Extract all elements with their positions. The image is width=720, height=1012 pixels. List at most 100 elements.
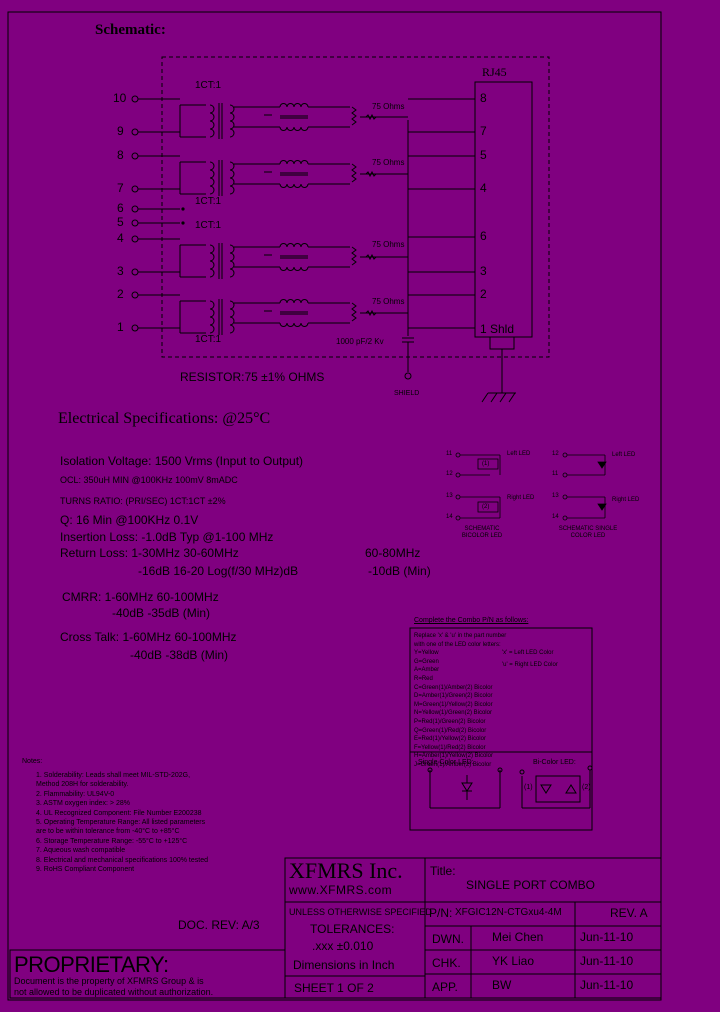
left-pin-6: 6 bbox=[117, 201, 124, 215]
combo-line: E=Red(1)/Yellow(2) Bicolor bbox=[414, 736, 486, 743]
tolerances-label: TOLERANCES: bbox=[310, 922, 395, 936]
return-loss-2b: -10dB (Min) bbox=[368, 564, 431, 578]
schematic-title: Schematic: bbox=[95, 22, 166, 38]
bi-pin-13: 13 bbox=[446, 493, 453, 499]
left-pin-9: 9 bbox=[117, 124, 124, 138]
left-pin-8: 8 bbox=[117, 148, 124, 162]
rj45-pin-6: 6 bbox=[480, 229, 487, 243]
dwn-date: Jun-11-10 bbox=[580, 930, 634, 944]
company-website: www.XFMRS.com bbox=[289, 883, 393, 897]
combo-line: Q=Green(1)/Red(2) Bicolor bbox=[414, 727, 487, 734]
bi-pin-12: 12 bbox=[446, 471, 453, 477]
ratio-label-2: 1CT:1 bbox=[195, 196, 222, 207]
left-pin-5: 5 bbox=[117, 215, 124, 229]
isolation-spec: Isolation Voltage: 1500 Vrms (Input to O… bbox=[60, 454, 304, 468]
rj45-pin-5: 5 bbox=[480, 148, 487, 162]
chk-name: YK Liao bbox=[492, 954, 535, 968]
title-value: SINGLE PORT COMBO bbox=[466, 878, 595, 892]
return-loss-1: Return Loss: 1-30MHz 30-60MHz bbox=[60, 546, 239, 560]
note-item: 4. UL Recognized Component: File Number … bbox=[36, 809, 202, 817]
combo-line: M=Green(1)/Yellow(2) Bicolor bbox=[414, 701, 493, 708]
capacitor-label: 1000 pF/2 Kv bbox=[336, 337, 384, 346]
combo-line: G=Green bbox=[414, 658, 439, 665]
rj45-pin-8: 8 bbox=[480, 91, 487, 105]
left-pin-10: 10 bbox=[113, 91, 127, 105]
note-item: are to be within tolerance from -40°C to… bbox=[36, 828, 180, 836]
return-loss-1b: 60-80MHz bbox=[365, 546, 421, 560]
crosstalk-2: -40dB -38dB (Min) bbox=[130, 648, 229, 662]
left-pin-1: 1 bbox=[117, 320, 124, 334]
combo-line: J=Green(1)/Amber(2) Bicolor bbox=[414, 761, 492, 768]
combo-line: P=Red(1)/Green(2) Bicolor bbox=[414, 718, 486, 725]
single-pin-13: 13 bbox=[552, 493, 559, 499]
combo-single-label: Single Color LED: bbox=[418, 759, 474, 766]
led-schematics bbox=[455, 452, 607, 521]
note-item: 8. Electrical and mechanical specificati… bbox=[36, 856, 208, 864]
single-title: SCHEMATIC SINGLE COLOR LED bbox=[558, 526, 618, 539]
combo-line: A=Amber bbox=[414, 667, 440, 674]
schematic-diagram bbox=[131, 56, 550, 403]
left-pin-4: 4 bbox=[117, 231, 124, 245]
bi-led-2: (2) bbox=[482, 504, 490, 510]
ratio-label-4: 1CT:1 bbox=[195, 334, 222, 345]
app-name: BW bbox=[492, 978, 512, 992]
dwn-label: DWN. bbox=[432, 932, 464, 946]
combo-x-note: 'x' = Left LED Color bbox=[502, 650, 554, 656]
note-item: 1. Solderability: Leads shall meet MIL-S… bbox=[36, 772, 191, 779]
ratio-label-3: 1CT:1 bbox=[195, 220, 222, 231]
single-pin-12: 12 bbox=[552, 451, 559, 457]
left-pin-7: 7 bbox=[117, 181, 124, 195]
shield-label: SHIELD bbox=[394, 390, 420, 397]
note-item: 5. Operating Temperature Range: All list… bbox=[36, 819, 206, 827]
rj45-label: RJ45 bbox=[482, 65, 507, 79]
combo-bi-1: (1) bbox=[524, 784, 533, 791]
insertion-spec: Insertion Loss: -1.0dB Typ @1-100 MHz bbox=[60, 530, 274, 544]
cmrr-1: CMRR: 1-60MHz 60-100MHz bbox=[62, 590, 219, 604]
rj45-pin-3: 3 bbox=[480, 264, 487, 278]
notes-list: 1. Solderability: Leads shall meet MIL-S… bbox=[36, 771, 208, 874]
rj45-pin-7: 7 bbox=[480, 124, 487, 138]
bi-left-led-label: Left LED bbox=[507, 451, 531, 457]
combo-header: Complete the Combo P/N as follows: bbox=[414, 617, 529, 624]
sheet-number: SHEET 1 OF 2 bbox=[294, 981, 374, 995]
note-item: 2. Flammability: UL94V-0 bbox=[36, 790, 115, 798]
title-label: Title: bbox=[430, 864, 456, 878]
proprietary-text-2: not allowed to be duplicated without aut… bbox=[14, 987, 214, 997]
app-label: APP. bbox=[432, 980, 458, 994]
notes-title: Notes: bbox=[22, 758, 43, 765]
resistor-label-3: 75 Ohms bbox=[372, 240, 405, 249]
bi-led-1: (1) bbox=[482, 461, 490, 467]
resistor-label-1: 75 Ohms bbox=[372, 102, 405, 111]
resistor-label-2: 75 Ohms bbox=[372, 158, 405, 167]
chk-date: Jun-11-10 bbox=[580, 954, 634, 968]
app-date: Jun-11-10 bbox=[580, 978, 634, 992]
crosstalk-1: Cross Talk: 1-60MHz 60-100MHz bbox=[60, 630, 237, 644]
rev-label: REV. A bbox=[610, 906, 648, 920]
turns-spec: TURNS RATIO: (PRI/SEC) 1CT:1CT ±2% bbox=[60, 496, 226, 506]
unless-specified: UNLESS OTHERWISE SPECIFIED bbox=[289, 907, 432, 917]
bi-right-led-label: Right LED bbox=[507, 495, 535, 501]
note-item: 7. Aqueous wash compatible bbox=[36, 847, 126, 855]
bi-pin-14: 14 bbox=[446, 514, 453, 520]
q-spec: Q: 16 Min @100KHz 0.1V bbox=[60, 513, 199, 527]
pn-value: XFGIC12N-CTGxu4-4M bbox=[455, 907, 562, 918]
resistor-label-4: 75 Ohms bbox=[372, 297, 405, 306]
bi-pin-11: 11 bbox=[446, 451, 453, 457]
electrical-title: Electrical Specifications: @25°C bbox=[58, 410, 271, 427]
company-name: XFMRS Inc. bbox=[289, 858, 403, 883]
proprietary-label: PROPRIETARY: bbox=[14, 952, 169, 977]
rj45-pin-2: 2 bbox=[480, 287, 487, 301]
cmrr-2: -40dB -35dB (Min) bbox=[112, 606, 211, 620]
combo-bi-label: Bi-Color LED: bbox=[533, 759, 576, 766]
combo-line: with one of the LED color letters: bbox=[414, 641, 501, 648]
combo-line: H=Amber(1)/Yellow(2) Bicolor bbox=[414, 753, 493, 760]
single-pin-11: 11 bbox=[552, 471, 559, 477]
dimensions-unit: Dimensions in Inch bbox=[293, 958, 395, 972]
dwn-name: Mei Chen bbox=[492, 930, 544, 944]
combo-line: N=Yellow(1)/Green(2) Bicolor bbox=[414, 710, 492, 717]
rj45-pin-shield: 1 Shld bbox=[480, 322, 515, 336]
single-left-led-label: Left LED bbox=[612, 452, 636, 458]
